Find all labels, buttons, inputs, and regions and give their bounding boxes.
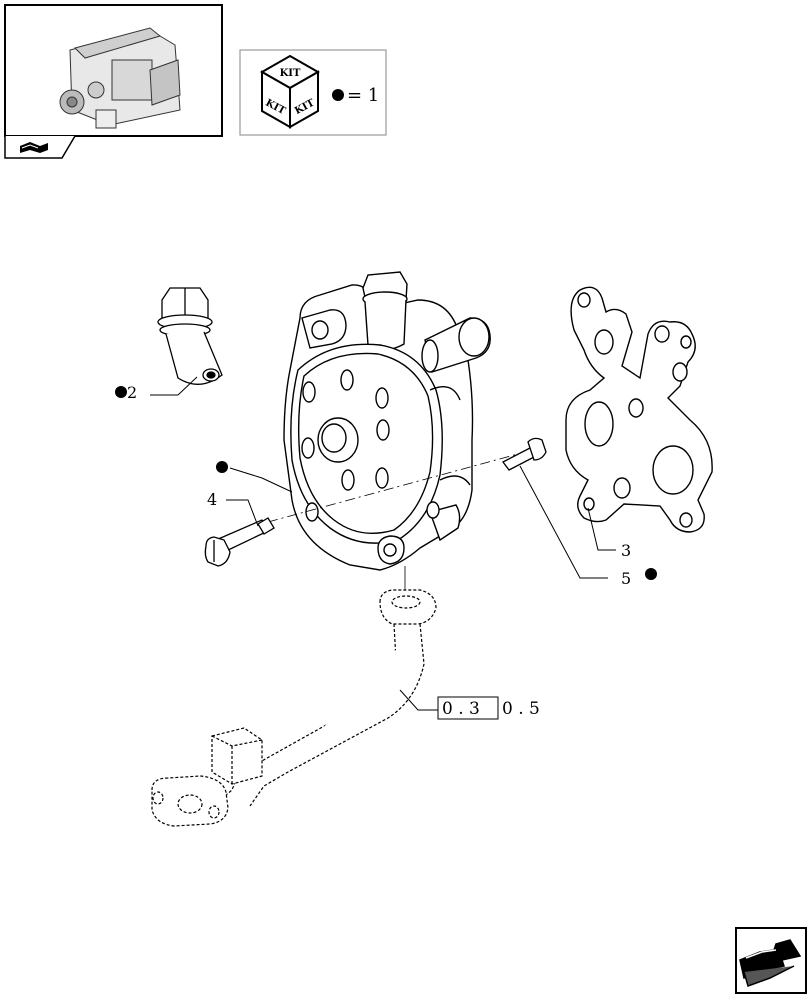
engine-thumbnail[interactable] — [4, 4, 223, 137]
pump-housing — [283, 271, 491, 571]
next-page-button[interactable] — [735, 927, 807, 994]
callout-item5: 5 — [621, 569, 631, 588]
assembly-axis — [267, 447, 541, 523]
leader-item5 — [519, 465, 608, 579]
item5-kit-marker — [645, 568, 657, 580]
kit-top-label: KIT — [280, 68, 301, 79]
book-page-icon — [20, 142, 48, 153]
ref-boxed-text: 0 . 3 — [442, 699, 480, 719]
ref-box — [437, 696, 499, 720]
bolt-item4 — [204, 517, 275, 567]
gasket-item3 — [565, 286, 713, 533]
pipe-reference-callout[interactable]: 0 . 3 0 . 5 — [437, 696, 540, 720]
ref-tail-text: 0 . 5 — [502, 699, 540, 719]
leader-item2-b — [177, 376, 198, 396]
item2-kit-marker — [115, 386, 127, 398]
nav-tab[interactable] — [4, 135, 76, 159]
kit-legend: KIT KIT KIT = 1 — [239, 49, 387, 136]
kit-cube-icon — [259, 54, 321, 129]
leader-housing — [229, 467, 293, 493]
screw-item5 — [502, 437, 547, 471]
leader-item3 — [587, 507, 616, 551]
callout-item2: 2 — [127, 383, 137, 402]
leader-item4 — [226, 499, 259, 527]
kit-marker-dot — [332, 89, 344, 101]
pipe-reference-part — [151, 589, 437, 827]
leader-pipe — [399, 689, 438, 711]
housing-kit-marker — [216, 461, 228, 473]
callout-item3: 3 — [621, 541, 631, 560]
plug-part — [157, 287, 223, 385]
next-page-arrow-icon — [739, 939, 802, 987]
callout-item4: 4 — [207, 490, 217, 509]
kit-equals-text: = 1 — [347, 85, 379, 106]
